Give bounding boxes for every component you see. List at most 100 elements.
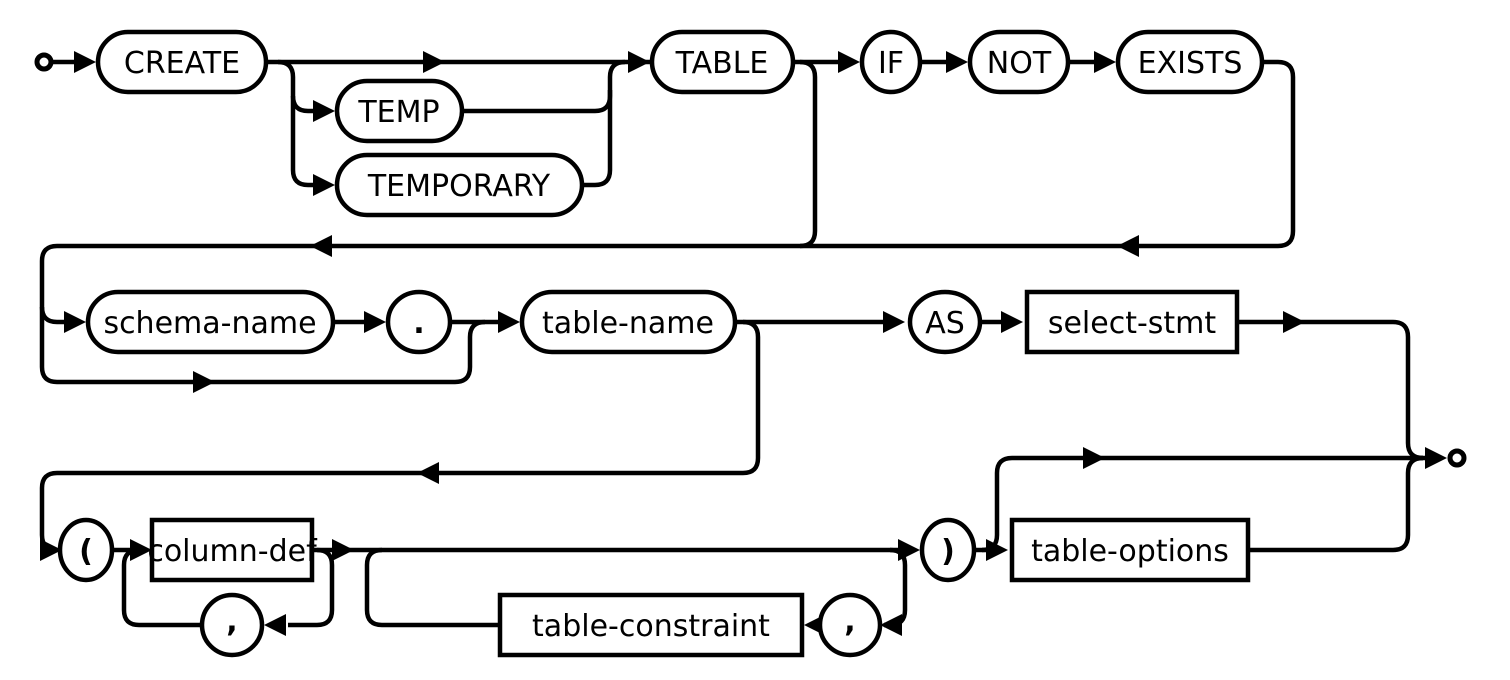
arrowhead-right [1083,447,1105,469]
keyword-label: EXISTS [1138,46,1243,81]
terminal-label: ) [941,534,955,569]
arrowhead-right [313,174,335,196]
terminal-bubble [817,592,883,658]
keyword-bubble [967,29,1071,95]
keyword-bubble [95,29,269,95]
node-if: IF [859,29,923,95]
node-create: CREATE [95,29,269,95]
arrowhead-right [628,51,650,73]
arrowhead-left [880,614,902,636]
arrowhead-right [898,539,920,561]
arrowhead-right [883,311,905,333]
node-table-name: table-name [519,289,738,355]
keyword-bubble [649,29,796,95]
arrowhead-right [364,311,386,333]
connector-temp-exit [462,59,626,114]
terminal-bubble [519,289,738,355]
node-not: NOT [967,29,1071,95]
node-schema-name: schema-name [85,289,336,355]
keyword-bubble [1115,29,1265,95]
connector-select-exit [1237,319,1424,461]
node-temp: TEMP [334,78,465,144]
terminal-bubble [385,289,453,355]
nonterminal-box[interactable] [1009,517,1251,583]
arrowhead-left [310,235,332,257]
start-terminal [34,52,54,72]
node-temporary: TEMPORARY [334,152,585,218]
arrowhead-right [838,51,860,73]
arrowhead-right [1094,51,1116,73]
node-exists: EXISTS [1115,29,1265,95]
arrowhead-right [1283,311,1305,333]
nonterminal-label[interactable]: column-def [147,534,318,569]
terminal-bubble [57,517,115,583]
node-comma-column: , [199,592,265,658]
node-comma-constraint: , [817,592,883,658]
connector-branch-temp [290,95,315,114]
connector-row3-descent [742,319,761,476]
terminal-bubble [919,517,977,583]
node-column-def[interactable]: column-def [147,517,318,583]
node-table-options[interactable]: table-options [1009,517,1251,583]
arrowhead-right [423,51,445,73]
connector-row2-feedback [39,243,1278,385]
keyword-bubble [859,29,923,95]
connector-options-exit [1248,455,1424,553]
connector-table-bypass-down [799,59,818,249]
arrowhead-right [64,311,86,333]
nonterminal-box[interactable] [1024,289,1240,355]
connector-row2-entry [39,306,66,325]
connector-constraint-loop-down [884,547,908,628]
node-select-stmt[interactable]: select-stmt [1024,289,1240,355]
node-table: TABLE [649,29,796,95]
arrowhead-right [946,51,968,73]
terminal-bubble [199,592,265,658]
node-table-constraint[interactable]: table-constraint [497,592,805,658]
arrowhead-left [264,614,286,636]
keyword-bubble [907,289,983,355]
keyword-label: TEMP [357,95,439,130]
nonterminal-box[interactable] [497,592,805,658]
keyword-bubble [334,152,585,218]
terminal-bubble [85,289,336,355]
node-rparen: ) [919,517,977,583]
terminal-label: table-name [542,306,714,341]
connector-constraint-loop-up [364,547,500,628]
arrowhead-right [130,539,152,561]
keyword-label: IF [878,46,904,81]
nonterminal-label[interactable]: table-constraint [532,609,770,644]
arrowhead-right [193,371,215,393]
keyword-label: TABLE [675,46,769,81]
arrowhead-right [498,311,520,333]
node-as: AS [907,289,983,355]
terminal-label: schema-name [103,306,316,341]
arrowhead-right [332,539,354,561]
arrowhead-right [1001,311,1023,333]
keyword-bubble [334,78,465,144]
keyword-label: NOT [987,46,1052,81]
arrowhead-right [40,539,62,561]
connector-temporary-exit [582,90,613,188]
connector-schema-skip [57,319,486,385]
terminal-label: , [844,604,855,639]
end-terminal [1447,448,1467,468]
nonterminal-label[interactable]: select-stmt [1048,306,1217,341]
arrowhead-right [313,100,335,122]
connector-exists-exit-down [1262,59,1296,249]
arrowhead-right [1425,447,1447,469]
nonterminal-label[interactable]: table-options [1031,534,1229,569]
connector-branch-temporary [277,59,315,188]
keyword-label: AS [925,306,965,341]
node-dot: . [385,289,453,355]
terminal-label: , [226,604,237,639]
keyword-label: TEMPORARY [367,169,551,204]
terminal-label: ( [79,534,93,569]
keyword-label: CREATE [124,46,240,81]
nonterminal-box[interactable] [149,517,315,583]
arrowhead-left [417,462,439,484]
arrowhead-right [986,539,1008,561]
arrowhead-left [1117,235,1139,257]
node-lparen: ( [57,517,115,583]
